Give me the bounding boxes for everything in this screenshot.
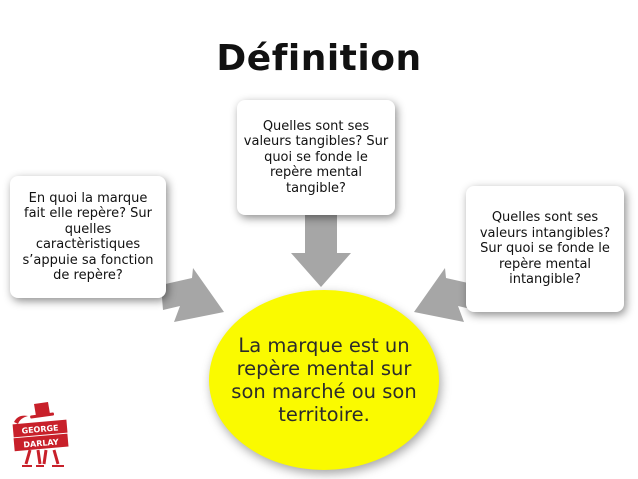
box-intangible-values: Quelles sont ses valeurs intangibles? Su… [466,186,624,312]
arrow-down-left [414,268,477,322]
box-brand-reference: En quoi la marque fait elle repère? Sur … [10,176,166,298]
center-ellipse: La marque est un repère mental sur son m… [209,290,439,470]
center-text: La marque est un repère mental sur son m… [231,334,417,426]
page-title: Définition [216,38,422,79]
arrow-down [291,215,351,287]
logo: GEORGE DARLAY [12,402,69,467]
box-intangible-text: Quelles sont ses valeurs intangibles? Su… [479,210,611,288]
box-tangible-text: Quelles sont ses valeurs tangibles? Sur … [243,118,389,196]
box-tangible-values: Quelles sont ses valeurs tangibles? Sur … [237,100,395,215]
logo-text-line2: DARLAY [23,437,59,449]
arrow-down-right [161,268,224,322]
box-reference-text: En quoi la marque fait elle repère? Sur … [22,190,154,284]
logo-text-line1: GEORGE [21,423,59,435]
